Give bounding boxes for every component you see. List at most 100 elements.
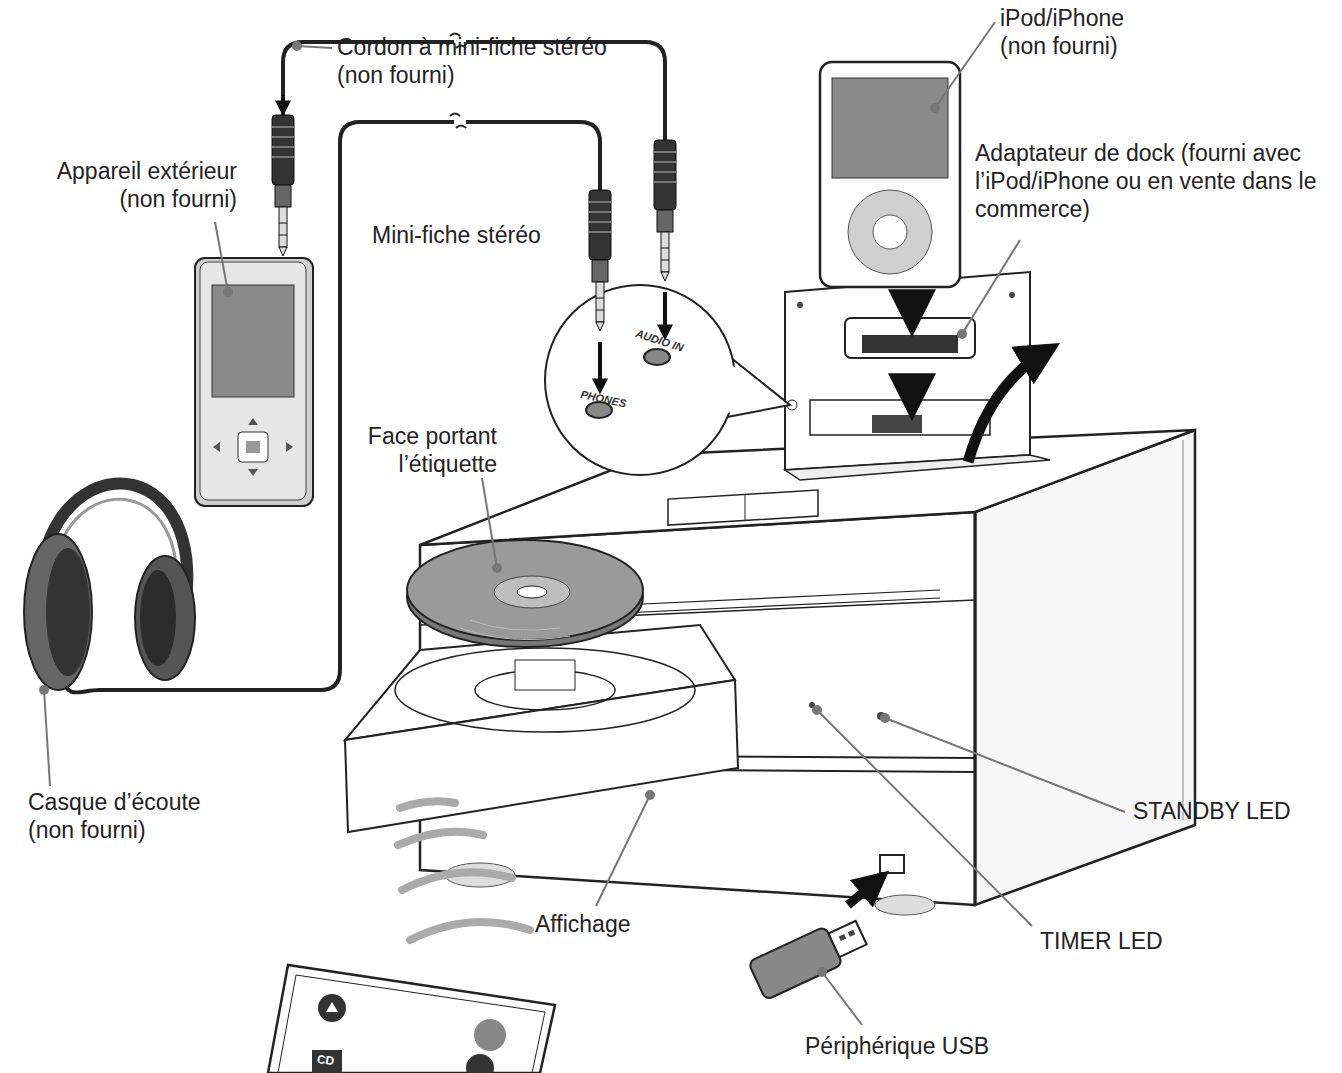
ipod	[848, 190, 932, 274]
leader-line	[482, 478, 497, 568]
usb-stick	[839, 934, 847, 941]
external-player	[248, 418, 258, 425]
ipod	[820, 62, 960, 287]
leader-line	[885, 718, 1125, 812]
part-label: Appareil extérieur (non fourni)	[15, 157, 237, 213]
leader-line	[293, 42, 301, 50]
disc	[470, 620, 560, 630]
dock	[862, 335, 958, 353]
leader-line	[493, 564, 501, 572]
external-player	[195, 258, 313, 506]
external-player	[238, 432, 268, 462]
part-label: Casque d’écoute (non fourni)	[28, 788, 218, 844]
main-unit	[975, 430, 1195, 905]
disc	[460, 628, 570, 640]
stereo-plug	[589, 190, 611, 331]
dock	[797, 302, 803, 308]
callout-bubble	[545, 285, 790, 475]
remote	[268, 965, 555, 1073]
part-label: Mini-fiche stéréo	[372, 221, 592, 249]
dock	[872, 415, 922, 433]
part-label: Affichage	[535, 910, 685, 938]
cd-tray	[345, 625, 738, 832]
external-player	[212, 285, 294, 397]
part-label: Face portant l’étiquette	[335, 422, 497, 478]
break-mark	[450, 114, 466, 129]
main-unit	[668, 490, 818, 525]
headphones	[46, 548, 90, 676]
disc	[517, 586, 547, 598]
leader-line	[215, 222, 228, 292]
headphones	[135, 556, 195, 680]
main-unit	[600, 590, 940, 606]
insert-arrow	[906, 298, 918, 318]
remote	[326, 1002, 338, 1012]
insert-arrow	[906, 382, 918, 402]
part-label: Périphérique USB	[805, 1032, 1035, 1060]
external-player	[248, 469, 258, 476]
stereo-plug	[654, 140, 676, 281]
insert-arrow	[663, 292, 667, 334]
dock	[785, 455, 1050, 480]
leader-line	[817, 710, 1032, 926]
leader-line	[40, 686, 48, 694]
leader-line	[44, 690, 50, 786]
cd-tray	[395, 648, 695, 732]
signal-wave	[398, 832, 483, 845]
part-label: iPod/iPhone (non fourni)	[1000, 4, 1150, 60]
main-unit	[744, 494, 745, 520]
signal-wave	[410, 922, 530, 940]
disc	[407, 540, 643, 640]
remote	[466, 1054, 494, 1073]
dock	[845, 318, 975, 358]
stereo-plug	[272, 115, 294, 256]
headphones	[140, 570, 176, 666]
usb-stick	[828, 921, 866, 957]
leader-line	[962, 240, 1020, 334]
part-label: STANDBY LED	[1133, 797, 1333, 825]
leader-line	[596, 795, 650, 906]
callout-bubble	[545, 285, 735, 475]
leader-line	[958, 330, 966, 338]
ipod	[832, 78, 948, 178]
main-unit	[974, 512, 977, 905]
remote	[318, 994, 346, 1022]
dock	[1009, 292, 1015, 298]
dock	[785, 272, 1050, 480]
leader-line	[935, 22, 995, 108]
ipod	[873, 215, 907, 249]
external-player	[246, 441, 260, 453]
main-unit	[1183, 440, 1184, 820]
callout-bubble	[644, 349, 670, 365]
part-label: Adaptateur de dock (fourni avec l’iPod/i…	[975, 139, 1330, 223]
dock	[785, 272, 1030, 470]
cd-tray	[515, 660, 575, 690]
headphones	[24, 534, 92, 690]
usb-stick	[748, 926, 843, 1000]
leader-line	[297, 46, 332, 48]
insert-arrow	[283, 95, 665, 388]
external-player	[195, 258, 313, 506]
signal-wave	[398, 801, 530, 940]
disc	[494, 576, 570, 608]
main-unit	[880, 855, 904, 873]
leader-line	[813, 706, 821, 714]
main-unit	[420, 430, 1195, 915]
leader-line	[822, 972, 862, 1025]
leader-line	[646, 791, 654, 799]
insert-arrow	[912, 298, 1045, 462]
part-label: Cordon à mini-fiche stéréo (non fourni)	[337, 33, 657, 89]
ipod	[820, 62, 960, 287]
external-player	[200, 262, 306, 500]
external-player	[213, 442, 220, 452]
insert-arrow	[968, 352, 1045, 462]
disc	[407, 540, 643, 647]
dock	[810, 400, 990, 435]
main-unit	[600, 598, 940, 614]
headphones	[24, 484, 195, 690]
main-unit	[875, 895, 935, 915]
cd-tray	[345, 680, 738, 832]
leader-line	[881, 714, 889, 722]
remote	[474, 1019, 506, 1051]
